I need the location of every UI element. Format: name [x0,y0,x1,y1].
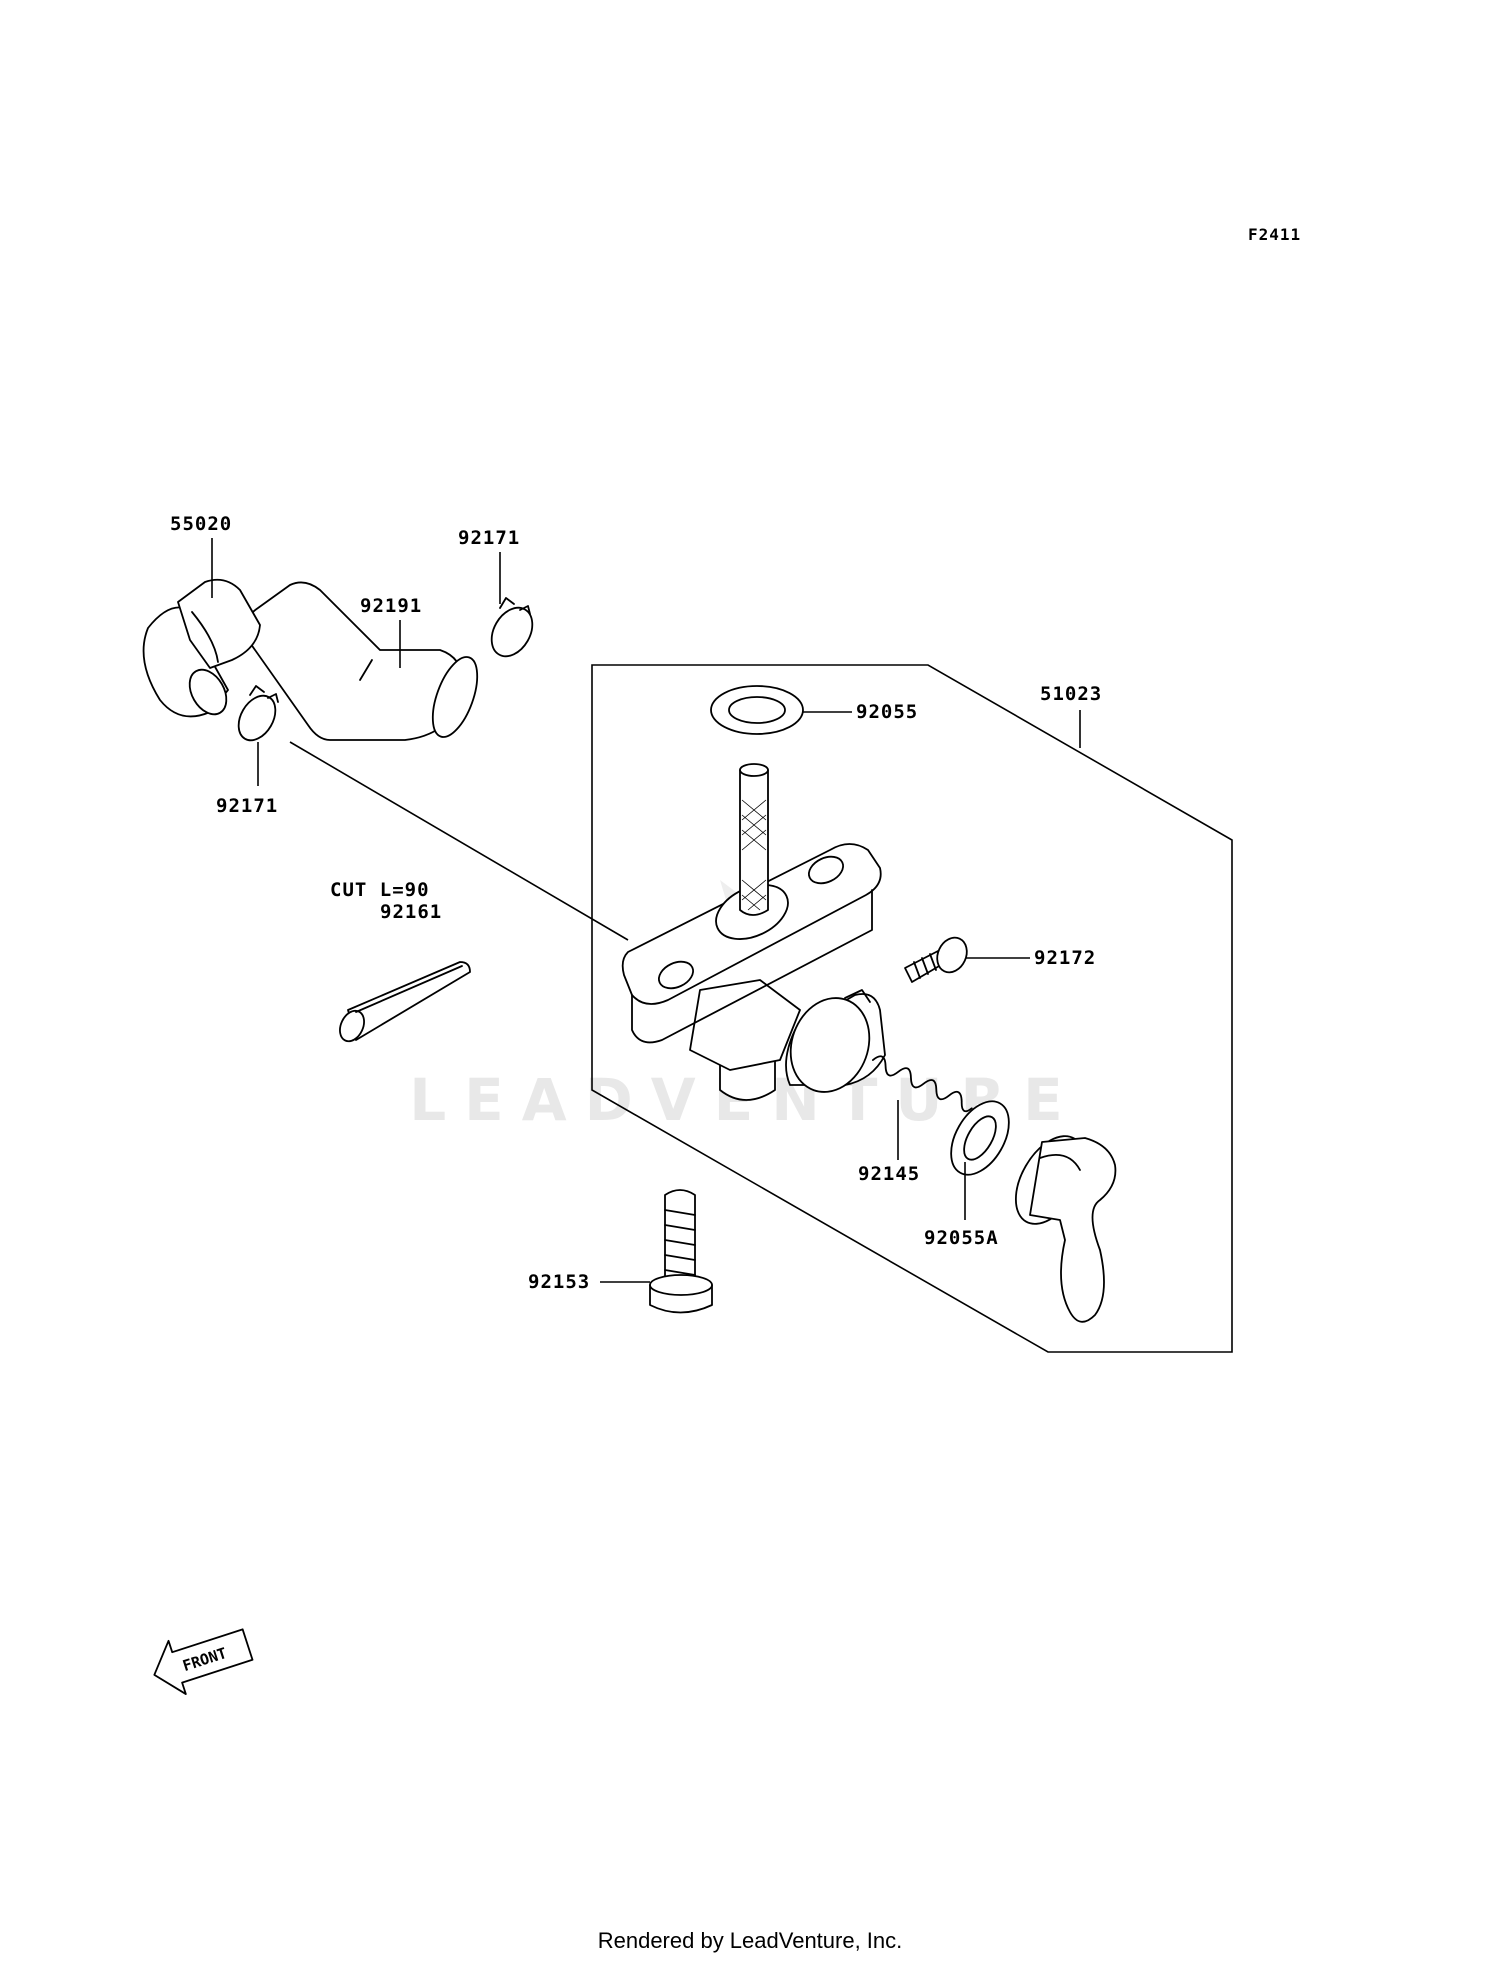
label-92055: 92055 [856,701,918,723]
lever-ridge [1039,1154,1081,1171]
elbow-collar-edge [191,611,219,663]
diagram-code: F2411 [1248,225,1301,244]
label-55020: 55020 [170,513,232,535]
label-92145: 92145 [858,1163,920,1185]
lever-handle [1029,1137,1117,1323]
spring-coils [871,1055,973,1113]
screw-92172 [904,936,968,983]
hose-body [244,581,464,741]
label-92171-bottom: 92171 [216,795,278,817]
clip-tabs [249,685,279,703]
o-ring-92055 [710,685,804,735]
elbow-opening [188,668,228,716]
hose-end [431,656,479,738]
label-92172: 92172 [1034,947,1096,969]
bolt-threads [664,1209,696,1276]
label-92153: 92153 [528,1271,590,1293]
hose-clip-92171-bottom [237,685,279,742]
label-92055A: 92055A [924,1227,999,1249]
valve-housing-lip [844,989,871,1003]
valve-lever [1014,1135,1117,1323]
washer-92055A [950,1100,1010,1176]
clip-ring [490,606,534,658]
hose-92161 [339,961,471,1043]
valve-bore [789,997,871,1093]
label-51023: 51023 [1040,683,1102,705]
strainer-tube [739,769,769,916]
strainer-mesh [741,799,767,911]
hose-crease [359,659,373,681]
mounting-hole-left [658,960,694,990]
spring-92145 [871,1055,973,1113]
label-92171-top: 92171 [458,527,520,549]
assembly-outline [591,664,1233,1353]
clip-tabs [499,597,531,615]
label-92161: 92161 [380,901,442,923]
clip-ring [237,694,277,742]
front-arrow-shape [153,1628,254,1695]
label-cut-note: CUT L=90 [330,879,430,901]
footer-credit: Rendered by LeadVenture, Inc. [597,1928,903,1953]
label-92191: 92191 [360,595,422,617]
fuel-cock-body [621,843,886,1101]
bolt-head-top [649,1274,713,1296]
cock-lower-body [689,979,801,1071]
cock-flange-thickness [631,889,873,1044]
hose-clip-92171-top [490,597,534,658]
bolt-92153 [649,1189,713,1314]
o-ring-inner [728,696,786,724]
leader-hose-to-cock [289,741,629,941]
screw-threads [913,953,937,979]
fuel-strainer [739,763,769,916]
cut-hose-line [355,965,463,1013]
mounting-hole-right [808,855,844,885]
washer-inner [963,1115,997,1161]
elbow-collar [177,578,261,669]
strainer-cap [739,763,769,777]
front-arrow-icon: FRONT [153,1628,254,1695]
elbow-fitting-55020 [142,578,261,718]
screw-head [936,936,968,974]
fuel-hose-92191 [244,581,479,741]
cut-hose-body [347,961,471,1041]
